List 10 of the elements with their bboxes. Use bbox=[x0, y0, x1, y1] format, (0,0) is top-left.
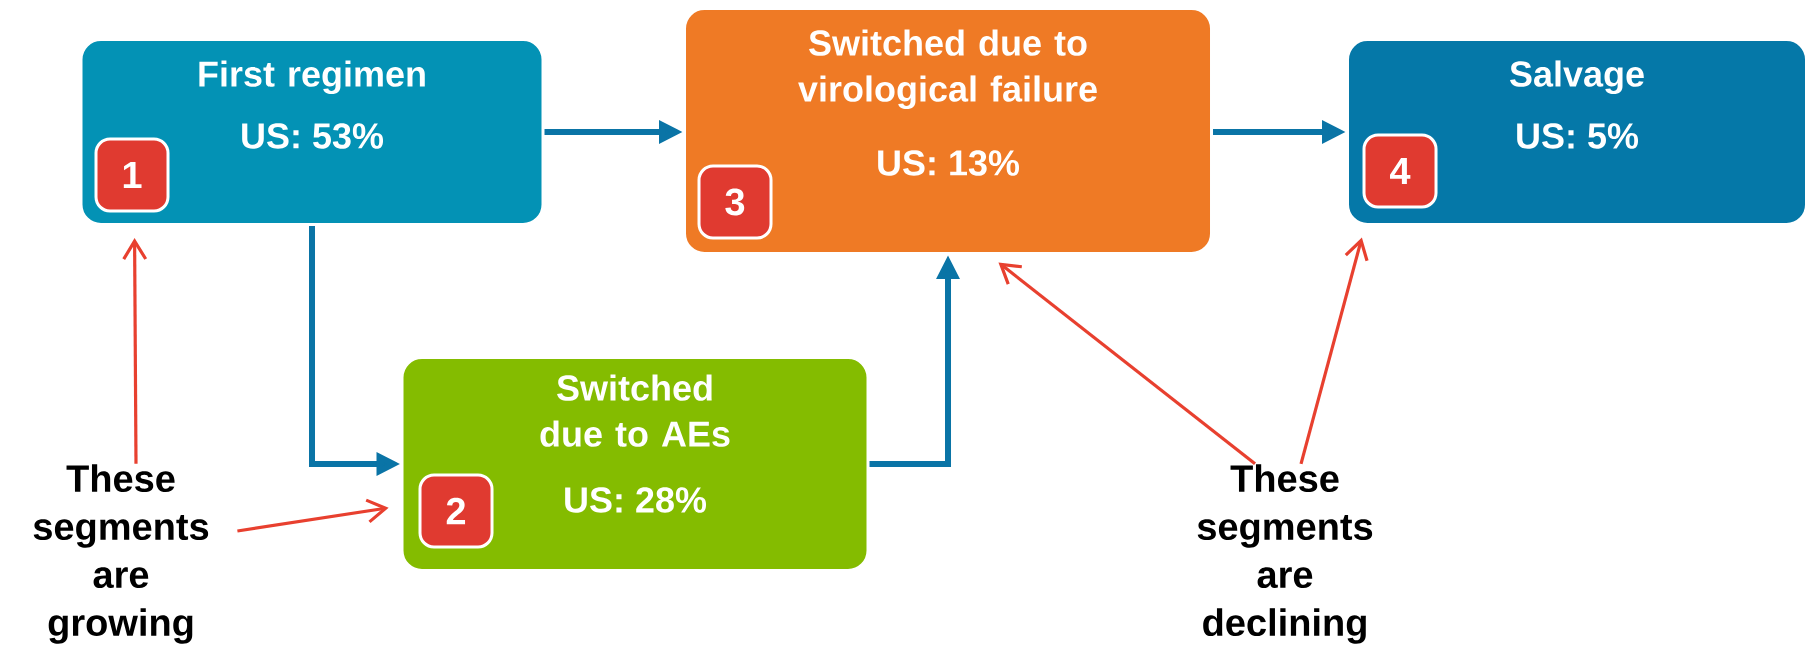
arrow bbox=[237, 498, 389, 533]
number-badge: 3 bbox=[697, 164, 773, 240]
number-badge: 1 bbox=[94, 137, 170, 213]
number-badge: 2 bbox=[418, 473, 494, 549]
arrow bbox=[998, 262, 1256, 466]
number-badge: 4 bbox=[1362, 133, 1438, 209]
arrow bbox=[1299, 237, 1369, 465]
arrow bbox=[122, 238, 148, 464]
annotation-text: These segments are growing bbox=[33, 464, 209, 644]
annotation-text: These segments are declining bbox=[1197, 464, 1373, 644]
